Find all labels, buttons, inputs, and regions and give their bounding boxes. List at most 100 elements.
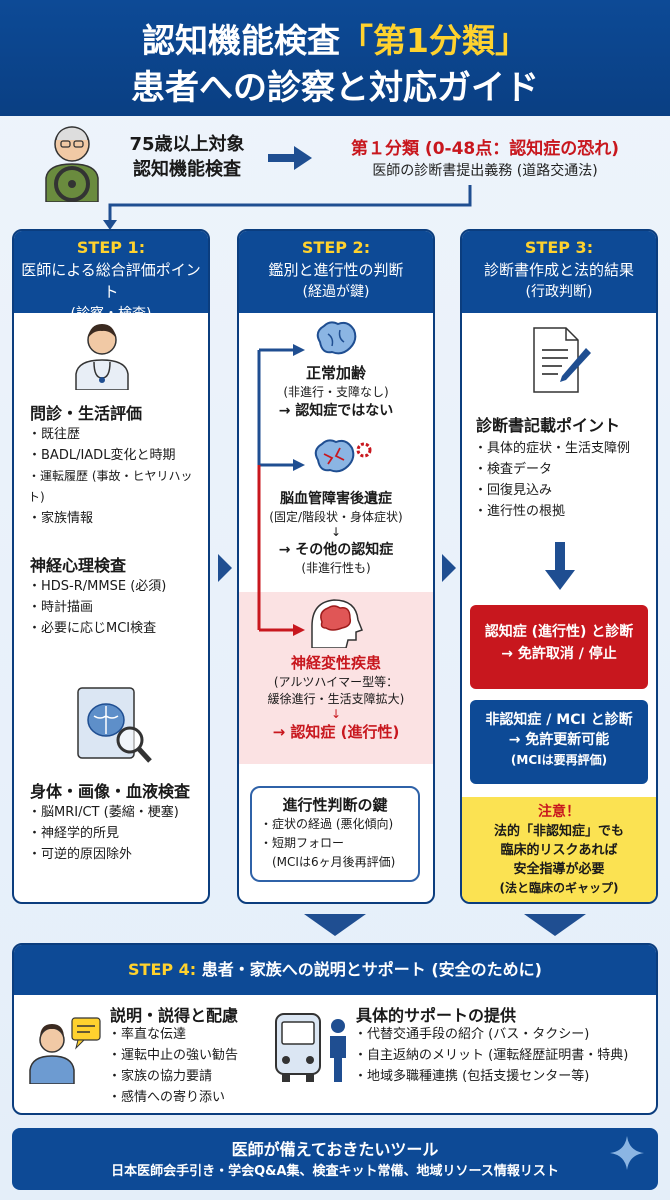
caution-title: 注意！	[538, 804, 580, 820]
step1-sec2-title: 神経心理検査	[30, 556, 127, 575]
vascular-result-sub: (非進行性も)	[301, 561, 371, 575]
progression-key-box: 進行性判断の鍵 症状の経過 (悪化傾向) 短期フォロー (MCIは6ヶ月後再評価…	[250, 786, 420, 882]
doctor-icon	[75, 324, 129, 390]
vascular-arrow: ↓	[330, 525, 342, 539]
key-title: 進行性判断の鍵	[282, 796, 388, 814]
step1-sec1-title: 問診・生活評価	[30, 404, 143, 423]
down-triangles	[304, 914, 586, 936]
list-item: 神経学的所見	[28, 823, 208, 844]
normal-aging-detail: (非進行・支障なし)	[283, 385, 389, 399]
vascular-detail: (固定/階段状・身体症状)	[269, 510, 403, 524]
neurodegenerative-arrow: ↓	[330, 707, 342, 721]
list-item: 運転履歴 (事故・ヒヤリハット)	[28, 466, 208, 508]
header-line2: 患者への診察と対応ガイド	[131, 68, 539, 108]
non-dementia-result-box: 非認知症 / MCI と診断 → 免許更新可能 (MCIは要再評価)	[470, 700, 648, 784]
step3-title: 診断書作成と法的結果	[483, 261, 634, 279]
list-item: 具体的症状・生活支障例	[474, 438, 654, 459]
list-item: 時計描画	[28, 597, 208, 618]
list-item: 家族の協力要請	[108, 1066, 268, 1087]
list-item: 必要に応じMCI検査	[28, 618, 208, 639]
vascular-result: → その他の認知症	[278, 542, 394, 558]
chevron-right-icon	[442, 554, 456, 582]
step4-title: 患者・家族への説明とサポート (安全のために)	[201, 960, 542, 979]
sparkle-icon	[610, 1136, 644, 1170]
branch-vascular: 脳血管障害後遺症 (固定/階段状・身体症状) ↓ → その他の認知症 (非進行性…	[239, 488, 433, 576]
branch-connector-lines	[257, 344, 305, 636]
target-line1: 75歳以上対象	[129, 134, 245, 155]
list-item: 代替交通手段の紹介 (バス・タクシー)	[354, 1024, 654, 1045]
brain-scan-icon	[77, 687, 152, 763]
target-line2: 認知機能検査	[133, 159, 241, 180]
list-item: 症状の経過 (悪化傾向)	[260, 815, 410, 834]
step4-right-title: 具体的サポートの提供	[356, 1006, 517, 1025]
step1-label: STEP 1:	[76, 238, 146, 257]
non-dementia-line1: 非認知症 / MCI と診断	[485, 712, 633, 728]
category-subtitle: 医師の診断書提出義務 (道路交通法)	[372, 163, 598, 179]
brain-degenerative-icon	[311, 599, 363, 648]
dementia-result-line1: 認知症 (進行性) と診断	[484, 624, 634, 640]
step4-header: STEP 4: 患者・家族への説明とサポート (安全のために)	[14, 945, 656, 995]
consultation-icon	[29, 1017, 101, 1084]
brain-vascular-icon	[314, 439, 372, 473]
brain-normal-icon	[316, 321, 357, 355]
caution-line: 臨床的リスクあれば	[500, 843, 618, 858]
list-item: 自主返納のメリット (運転経歴証明書・特典)	[354, 1045, 654, 1066]
non-dementia-line3: (MCIは要再評価)	[510, 753, 608, 767]
step4-left-title: 説明・説得と配慮	[110, 1006, 239, 1025]
step3-sec-list: 具体的症状・生活支障例 検査データ 回復見込み 進行性の根拠	[474, 438, 654, 522]
category-title: 第１分類 (0-48点：認知症の恐れ)	[351, 139, 619, 159]
list-item: 既往歴	[28, 424, 208, 445]
step4-label: STEP 4:	[128, 960, 197, 979]
caution-line: 安全指導が必要	[513, 862, 605, 877]
footer-items: 日本医師会手引き・学会Q&A集、検査キット常備、地域リソース情報リスト	[111, 1164, 559, 1179]
step4-left-list: 率直な伝達 運転中止の強い勧告 家族の協力要請 感情への寄り添い	[108, 1024, 268, 1108]
dementia-result-box: 認知症 (進行性) と診断 → 免許取消 / 停止	[470, 605, 648, 689]
step1-sec3-title: 身体・画像・血液検査	[30, 782, 191, 801]
step1-header: STEP 1: 医師による総合評価ポイント (診察・検査)	[14, 231, 208, 322]
footer-tools-banner: 医師が備えておきたいツール 日本医師会手引き・学会Q&A集、検査キット常備、地域…	[12, 1128, 658, 1190]
target-label: 75歳以上対象 認知機能検査	[112, 132, 262, 182]
arrow-down-icon	[545, 542, 575, 590]
step2-title: 鑑別と進行性の判断	[268, 261, 404, 279]
elderly-driver-icon	[45, 126, 99, 202]
step1-subtitle: (診察・検査)	[70, 306, 152, 322]
list-item: 運転中止の強い勧告	[108, 1045, 268, 1066]
step1-title: 医師による総合評価ポイント	[21, 261, 201, 301]
footer-title: 医師が備えておきたいツール	[231, 1140, 439, 1159]
step2-label: STEP 2:	[301, 238, 371, 257]
non-dementia-line2: → 免許更新可能	[508, 732, 610, 748]
neurodegenerative-detail2: 緩徐進行・生活支障拡大)	[267, 692, 405, 706]
list-item: HDS-R/MMSE (必須)	[28, 576, 208, 597]
step3-sec-title: 診断書記載ポイント	[476, 416, 621, 435]
vascular-title: 脳血管障害後遺症	[280, 491, 392, 507]
caution-line: (法と臨床のギャップ)	[499, 881, 619, 895]
list-item: 検査データ	[474, 459, 654, 480]
step2-subtitle: (経過が鍵)	[302, 284, 370, 300]
list-item: BADL/IADL変化と時期	[28, 445, 208, 466]
step4-right-list: 代替交通手段の紹介 (バス・タクシー) 自主返納のメリット (運転経歴証明書・特…	[354, 1024, 654, 1087]
normal-aging-result: → 認知症ではない	[278, 403, 394, 419]
list-item: 家族情報	[28, 508, 208, 529]
neurodegenerative-result: → 認知症 (進行性)	[272, 723, 400, 741]
list-item: 感情への寄り添い	[108, 1087, 268, 1108]
arrow-right-icon	[268, 146, 312, 170]
normal-aging-title: 正常加齢	[305, 364, 366, 382]
chevron-right-icon	[218, 554, 232, 582]
key-note: (MCIは6ヶ月後再評価)	[272, 855, 396, 869]
document-pen-icon	[533, 327, 591, 393]
header-line1-prefix: 認知機能検査	[142, 21, 341, 60]
step1-sec3-list: 脳MRI/CT (萎縮・梗塞) 神経学的所見 可逆的原因除外	[28, 802, 208, 865]
list-item: 進行性の根拠	[474, 501, 654, 522]
list-item: 地域多職種連携 (包括支援センター等)	[354, 1066, 654, 1087]
list-item: 短期フォロー	[260, 834, 410, 853]
branch-neurodegenerative: 神経変性疾患 (アルツハイマー型等： 緩徐進行・生活支障拡大) ↓ → 認知症 …	[239, 652, 433, 742]
neurodegenerative-detail1: (アルツハイマー型等：	[273, 675, 399, 689]
bus-person-icon	[275, 1013, 346, 1082]
key-list: 症状の経過 (悪化傾向) 短期フォロー	[260, 815, 410, 853]
dementia-result-line2: → 免許取消 / 停止	[501, 646, 617, 662]
header-banner: 認知機能検査「第1分類」 患者への診察と対応ガイド	[0, 0, 670, 116]
caution-box: 注意！ 法的「非認知症」でも 臨床的リスクあれば 安全指導が必要 (法と臨床のギ…	[462, 797, 656, 902]
neurodegenerative-title: 神経変性疾患	[290, 654, 381, 672]
list-item: 回復見込み	[474, 480, 654, 501]
step3-header: STEP 3: 診断書作成と法的結果 (行政判断)	[462, 231, 656, 313]
